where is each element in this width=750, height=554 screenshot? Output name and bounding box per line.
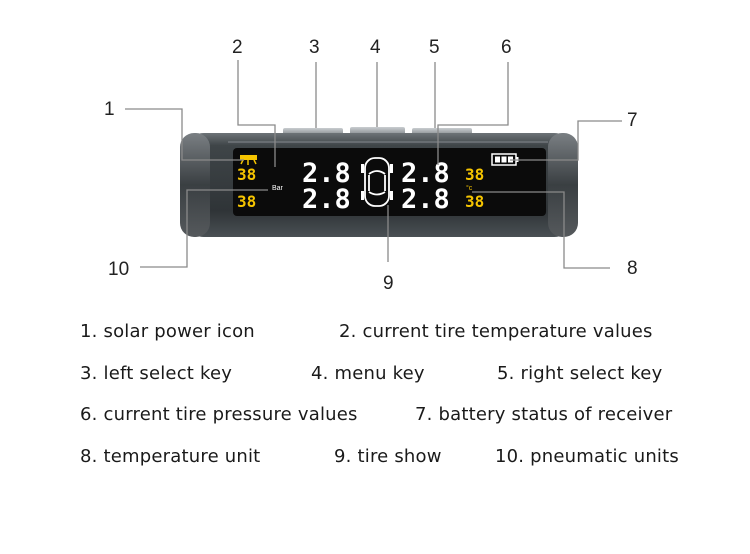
temperature-unit-label: °c: [466, 184, 473, 192]
leader-7: [510, 120, 622, 161]
callout-3: 3: [309, 37, 320, 58]
right-end-cap: [548, 133, 578, 237]
callout-8: 8: [627, 258, 638, 279]
pressure-front-right: 2.8: [401, 158, 450, 189]
temperature-rear-right: 38: [465, 192, 484, 211]
leader-6: [437, 62, 509, 165]
leader-10: [140, 189, 268, 268]
pressure-rear-right: 2.8: [401, 184, 450, 215]
leader-2: [237, 60, 276, 167]
callout-7: 7: [627, 110, 638, 131]
pressure-rear-left: 2.8: [302, 184, 351, 215]
callout-9: 9: [383, 273, 394, 294]
car-tire-icon: [361, 157, 393, 207]
leader-1: [125, 108, 244, 161]
solar-power-icon: [240, 155, 257, 165]
callout-10: 10: [108, 259, 129, 280]
temperature-rear-left: 38: [237, 192, 256, 211]
temperature-front-left: 38: [237, 165, 256, 184]
callout-2: 2: [232, 37, 243, 58]
temperature-front-right: 38: [465, 165, 484, 184]
callout-4: 4: [370, 37, 381, 58]
callout-5: 5: [429, 37, 440, 58]
callout-1: 1: [104, 99, 115, 120]
left-end-cap: [180, 133, 210, 237]
pressure-front-left: 2.8: [302, 158, 351, 189]
leader-8: [472, 191, 610, 269]
callout-6: 6: [501, 37, 512, 58]
pressure-unit-label: Bar: [272, 185, 284, 192]
leader-lines: [125, 60, 622, 269]
